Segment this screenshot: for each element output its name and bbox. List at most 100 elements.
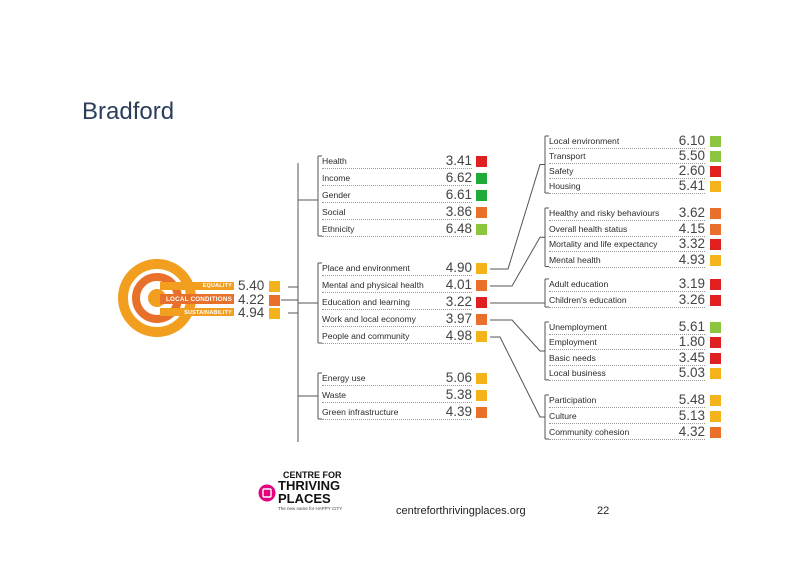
local_conditions-dotted-rule	[322, 275, 472, 276]
local_conditions-label: Mental and physical health	[322, 280, 424, 290]
equality-value: 6.48	[445, 221, 472, 236]
centre-for-thriving-places-logo: CENTRE FOR THRIVING PLACES The new name …	[258, 470, 368, 516]
health-score-square	[710, 223, 721, 235]
sustainability-label: Green infrastructure	[322, 407, 399, 417]
education-value: 3.26	[678, 292, 705, 307]
work-value: 5.61	[678, 319, 705, 334]
equality-label: Ethnicity	[322, 224, 355, 234]
work-label: Unemployment	[549, 322, 607, 332]
work-dotted-rule	[549, 349, 705, 351]
education-score-square	[710, 295, 721, 306]
headline-value: 5.40	[238, 278, 265, 293]
local_conditions-score-square	[476, 280, 487, 291]
place-value: 5.50	[678, 148, 705, 163]
local_conditions-value: 4.01	[445, 277, 472, 292]
local_conditions-score-square	[476, 314, 487, 325]
local_conditions-score-square	[476, 297, 487, 308]
logo-tagline: The new name for HAPPY CITY	[278, 506, 343, 511]
place-value: 6.10	[678, 133, 705, 148]
place-score-square	[710, 151, 721, 162]
equality-score-square	[476, 224, 487, 235]
health-label: Mortality and life expectancy	[549, 239, 658, 249]
local_conditions-label: People and community	[322, 331, 410, 341]
equality-value: 6.61	[445, 187, 472, 202]
headline-label: EQUALITY	[202, 283, 232, 289]
equality-label: Health	[322, 156, 347, 166]
headline-label: SUSTAINABILITY	[184, 310, 232, 316]
people-label: Culture	[549, 411, 577, 421]
health-label: Healthy and risky behaviours	[549, 208, 660, 218]
place-label: Transport	[549, 151, 586, 161]
sustainability-score-square	[476, 390, 487, 401]
place-value: 5.41	[678, 178, 705, 193]
work-score-square	[710, 322, 721, 333]
place-label: Housing	[549, 181, 581, 191]
place-score-square	[710, 166, 721, 177]
headline-label: LOCAL CONDITIONS	[165, 296, 232, 303]
health-dotted-rule	[549, 235, 705, 237]
logo-line-3: PLACES	[278, 491, 331, 506]
work-value: 5.03	[678, 364, 705, 380]
health-value: 4.93	[678, 251, 705, 267]
health-score-square	[710, 239, 721, 250]
local_conditions-label: Place and environment	[322, 263, 410, 273]
work-dotted-rule	[549, 379, 705, 381]
equality-label: Income	[322, 173, 351, 183]
headline-value: 4.22	[238, 292, 265, 307]
people-value: 4.32	[678, 424, 705, 439]
equality-score-square	[476, 156, 487, 167]
sustainability-label: Waste	[322, 390, 347, 400]
place-label: Local environment	[549, 136, 620, 146]
local_conditions-dotted-rule	[322, 292, 472, 293]
people-label: Participation	[549, 395, 597, 405]
work-connector	[490, 319, 545, 352]
people-connector	[490, 336, 545, 418]
page-title: Bradford	[82, 98, 175, 125]
health-score-square	[710, 254, 721, 266]
sustainability-value: 5.06	[445, 370, 472, 385]
place-connector	[490, 164, 545, 270]
equality-dotted-rule	[322, 236, 472, 237]
equality-label: Social	[322, 207, 346, 217]
work-value: 1.80	[678, 334, 705, 350]
health-dotted-rule	[549, 220, 705, 221]
sustainability-value: 4.39	[445, 404, 472, 419]
equality-value: 6.62	[445, 170, 472, 185]
education-label: Adult education	[549, 279, 609, 289]
place-value: 2.60	[678, 163, 705, 178]
health-dotted-rule	[549, 266, 705, 268]
local_conditions-dotted-rule	[322, 343, 472, 344]
sustainability-score-square	[476, 407, 487, 418]
health-dotted-rule	[549, 251, 705, 252]
equality-value: 3.41	[445, 153, 472, 168]
footer-url[interactable]: centreforthrivingplaces.org	[396, 505, 526, 517]
work-value: 3.45	[678, 349, 705, 365]
education-value: 3.19	[678, 276, 705, 291]
education-dotted-rule	[549, 291, 705, 292]
equality-dotted-rule	[322, 219, 472, 220]
headline-score-square	[269, 281, 280, 292]
headline-score-square	[269, 308, 280, 319]
local_conditions-score-square	[476, 331, 487, 342]
local_conditions-label: Education and learning	[322, 297, 410, 307]
sustainability-value: 5.38	[445, 387, 472, 402]
health-value: 3.62	[678, 205, 705, 220]
local_conditions-label: Work and local economy	[322, 314, 416, 324]
thriving-places-emblem	[118, 259, 234, 337]
people-dotted-rule	[549, 439, 705, 440]
work-dotted-rule	[549, 364, 705, 366]
logo-line-2: THRIVING	[278, 478, 341, 493]
people-score-square	[710, 427, 721, 438]
people-dotted-rule	[549, 423, 705, 424]
work-score-square	[710, 367, 721, 379]
equality-dotted-rule	[322, 202, 472, 203]
people-value: 5.48	[678, 392, 705, 407]
sustainability-dotted-rule	[322, 419, 472, 420]
health-score-square	[710, 208, 721, 219]
local_conditions-value: 4.98	[445, 328, 472, 343]
logo-line-1: CENTRE FOR	[283, 470, 342, 480]
education-label: Children's education	[549, 295, 627, 305]
education-dotted-rule	[549, 307, 705, 308]
health-label: Overall health status	[549, 223, 628, 234]
